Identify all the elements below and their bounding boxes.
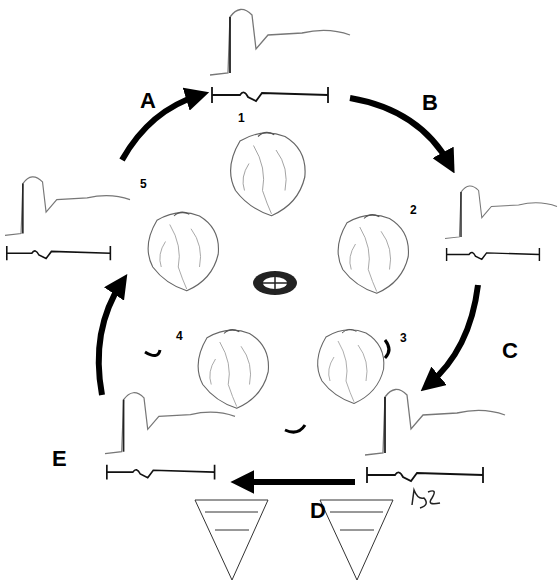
ecg-trace (365, 389, 505, 483)
cycle-arrow (99, 95, 478, 482)
ecg-trace (210, 9, 350, 103)
callout-number: 1 (238, 112, 245, 124)
signature-mark (412, 490, 440, 508)
callout-number: 5 (140, 178, 147, 190)
phase-letter: A (140, 90, 156, 112)
heart-drawing (231, 132, 305, 215)
ecg-trace (445, 186, 557, 261)
phase-letter: E (52, 448, 67, 470)
callout-number: 4 (176, 330, 183, 342)
cross-section (253, 271, 297, 295)
heart-drawing (318, 329, 384, 403)
heart-drawing (148, 212, 218, 291)
marker-triangle (195, 500, 393, 580)
callout-number: 2 (410, 204, 417, 216)
phase-letter: D (310, 500, 326, 522)
ecg-trace (5, 177, 130, 261)
callout-number: 3 (400, 332, 407, 344)
phase-letter: C (502, 340, 518, 362)
heart-drawing (338, 215, 408, 294)
phase-letter: B (422, 92, 438, 114)
heart-drawing (198, 330, 268, 409)
ecg-trace (105, 393, 235, 480)
